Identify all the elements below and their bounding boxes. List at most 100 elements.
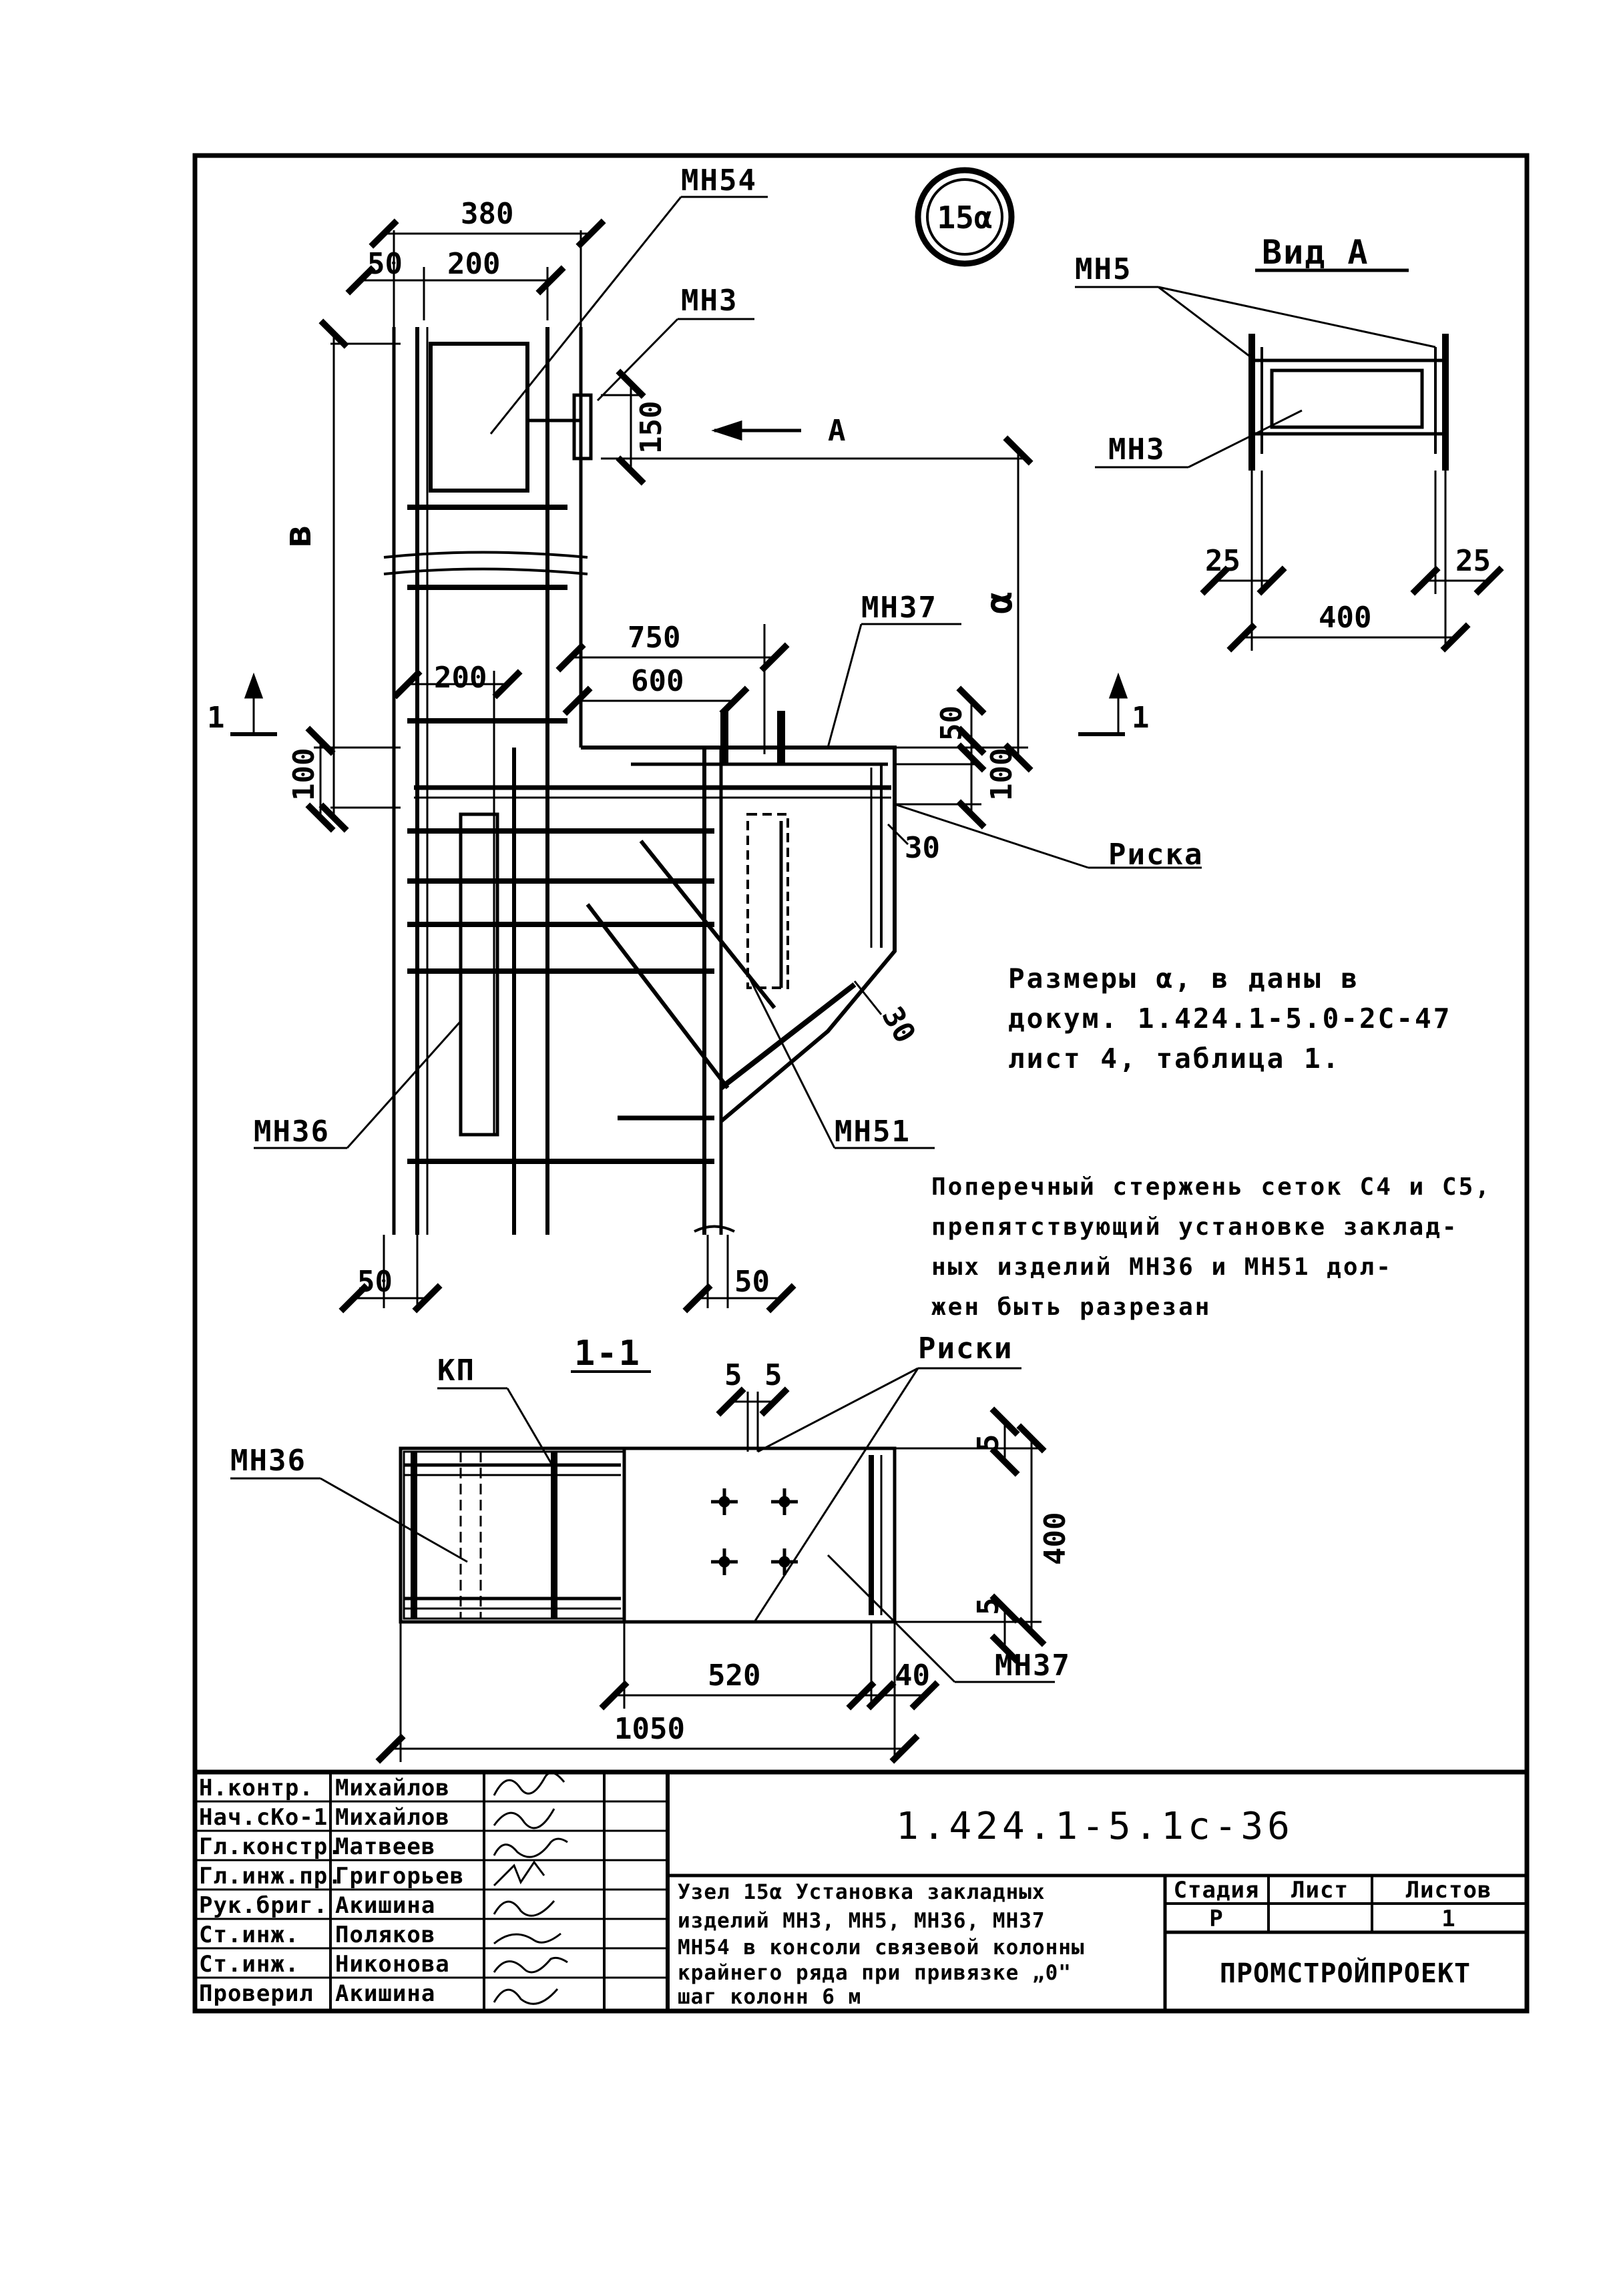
label-riska: Риска (1108, 838, 1203, 872)
signature (493, 1808, 555, 1829)
title-line-4: крайнего ряда при привязке „0" (678, 1961, 1072, 1985)
dim-520: 520 (708, 1659, 760, 1693)
signature (493, 1956, 568, 1974)
name-2: Михайлов (335, 1804, 450, 1831)
view-a (1075, 268, 1504, 653)
role-3: Гл.констр. (199, 1833, 342, 1860)
name-7: Никонова (335, 1951, 450, 1978)
note-rod-line-1: Поперечный стержень сеток С4 и С5, (931, 1173, 1491, 1201)
section-title: 1-1 (574, 1334, 641, 1374)
sheet-header: Лист (1291, 1877, 1349, 1904)
notes: Размеры α, в даны в докум. 1.424.1-5.0-2… (931, 962, 1491, 1321)
label-mh3-elev: МН3 (681, 284, 738, 318)
dim-50-bottom-left: 50 (357, 1265, 393, 1299)
signature (493, 1771, 565, 1796)
title-line-5: шаг колонн 6 м (678, 1985, 861, 2009)
dim-750: 750 (628, 621, 680, 655)
label-riski: Риски (918, 1332, 1013, 1366)
elevation-labels: МН54 380 50 200 МН3 150 А в α 750 МН37 6… (207, 164, 1203, 1299)
node-mark: 15α (915, 167, 1015, 267)
dim-30-a: 30 (905, 831, 940, 865)
elevation-view (383, 327, 897, 1235)
section-labels: 1-1 КП МН36 Риски 5 5 5 400 5 520 40 МН3… (230, 1332, 1072, 1746)
dim-30-b: 30 (875, 1001, 922, 1049)
dim-100-left: 100 (287, 748, 321, 801)
note-rod-line-2: препятствующий установке заклад- (931, 1213, 1459, 1241)
dim-600: 600 (631, 664, 684, 698)
name-3: Матвеев (335, 1833, 435, 1860)
doc-code: 1.424.1-5.1с-36 (896, 1805, 1294, 1848)
dim-200-mid: 200 (434, 661, 487, 695)
role-2: Нач.сКо-1 (199, 1804, 328, 1831)
dim-380: 380 (461, 197, 513, 231)
role-8: Проверил (199, 1980, 314, 2007)
label-mh36-section: МН36 (230, 1444, 306, 1478)
section-mark-left: 1 (207, 701, 225, 735)
node-mark-text: 15α (937, 200, 992, 236)
dim-40: 40 (895, 1659, 930, 1693)
view-a-title: Вид А (1262, 233, 1369, 272)
name-5: Акишина (335, 1892, 435, 1919)
note-sizes-line-3: лист 4, таблица 1. (1008, 1043, 1341, 1075)
signature (493, 1932, 561, 1945)
dim-50-top: 50 (367, 247, 403, 281)
note-sizes-line-2: докум. 1.424.1-5.0-2С-47 (1008, 1002, 1451, 1035)
dim-150: 150 (634, 401, 668, 454)
label-mh3-view-a: МН3 (1108, 433, 1165, 467)
role-6: Ст.инж. (199, 1922, 299, 1948)
label-mh54: МН54 (681, 164, 757, 198)
note-sizes-line-1: Размеры α, в даны в (1008, 962, 1359, 994)
dim-a: α (977, 591, 1021, 614)
role-5: Рук.бриг. (199, 1892, 328, 1919)
signature (493, 1900, 555, 1917)
title-line-1: Узел 15α Установка закладных (678, 1880, 1046, 1904)
role-1: Н.контр. (199, 1775, 314, 1801)
stage-header: Стадия (1174, 1877, 1260, 1904)
stage-value: Р (1209, 1906, 1223, 1932)
sheets-value: 1 (1441, 1906, 1455, 1932)
dim-5a: 5 (724, 1358, 742, 1392)
title-line-3: МН54 в консоли связевой колонны (678, 1936, 1085, 1960)
dim-400-view-a: 400 (1319, 601, 1371, 635)
signature (493, 1988, 559, 2005)
note-rod-line-3: ных изделий МН36 и МН51 дол- (931, 1253, 1393, 1281)
title-line-2: изделий МН3, МН5, МН36, МН37 (678, 1909, 1046, 1933)
drawing-frame (192, 153, 1530, 2014)
dim-50-right: 50 (935, 705, 969, 741)
label-kp: КП (437, 1354, 475, 1388)
view-arrow-a: А (828, 414, 847, 448)
dim-50-bottom-right: 50 (734, 1265, 770, 1299)
section-mark-right: 1 (1132, 701, 1150, 735)
signature (493, 1860, 545, 1887)
sheets-header: Листов (1406, 1877, 1492, 1904)
organization: ПРОМСТРОЙПРОЕКТ (1220, 1957, 1471, 1989)
dim-1050: 1050 (614, 1712, 685, 1746)
section-1-1 (230, 1367, 1055, 1764)
role-7: Ст.инж. (199, 1951, 299, 1978)
dim-25-right: 25 (1455, 544, 1491, 578)
label-mh5: МН5 (1075, 252, 1132, 286)
note-rod-line-4: жен быть разрезан (931, 1294, 1211, 1321)
role-4: Гл.инж.пр. (199, 1863, 342, 1890)
name-6: Поляков (335, 1922, 435, 1948)
label-mh37: МН37 (861, 591, 937, 625)
dim-5-bottom: 5 (971, 1598, 1005, 1616)
label-mh51: МН51 (835, 1115, 911, 1149)
title-block-text: Н.контр. Нач.сКо-1 Гл.констр. Гл.инж.пр.… (199, 1775, 1491, 2009)
name-8: Акишина (335, 1980, 435, 2007)
view-a-labels: Вид А МН5 МН3 25 25 400 (1075, 233, 1491, 635)
dim-5-top: 5 (971, 1434, 1005, 1452)
label-mh36-elev: МН36 (254, 1115, 330, 1149)
signature (493, 1837, 568, 1858)
dim-25-left: 25 (1205, 544, 1240, 578)
name-1: Михайлов (335, 1775, 450, 1801)
elevation-dimensions (230, 196, 1202, 1314)
label-mh37-section: МН37 (995, 1649, 1071, 1683)
dim-5b: 5 (764, 1358, 782, 1392)
dim-100-right: 100 (985, 748, 1019, 801)
name-4: Григорьев (335, 1863, 464, 1890)
title-block (195, 1769, 1527, 2011)
dim-b: в (276, 525, 320, 547)
dim-200-top: 200 (447, 247, 500, 281)
